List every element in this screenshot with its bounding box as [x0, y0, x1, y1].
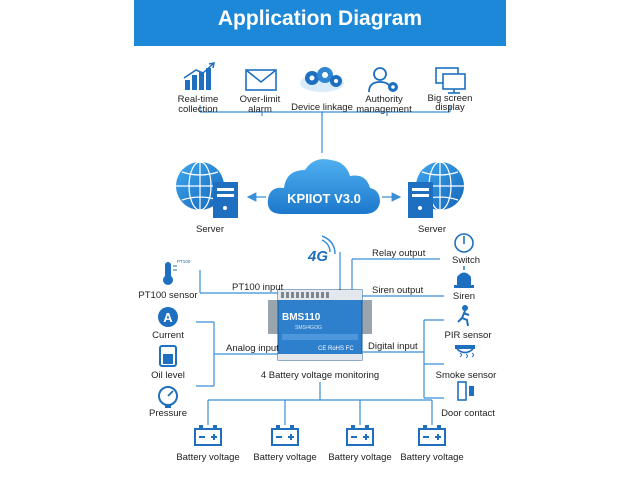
- device-label-switch: Switch: [452, 255, 480, 266]
- bar-chart-icon: [183, 62, 215, 90]
- user-gear-icon: [368, 67, 398, 93]
- digital-input-label: Digital input: [368, 341, 418, 352]
- feature-label-authority-1: Authority: [365, 94, 403, 105]
- battery-icon: [346, 425, 374, 446]
- analog-input-label: Analog input: [226, 343, 279, 354]
- title-banner: Application Diagram: [134, 0, 506, 46]
- power-switch-icon: [454, 233, 474, 253]
- feature-label-display-2: display: [435, 102, 465, 113]
- network-label: 4G: [307, 248, 328, 265]
- ammeter-icon: A: [158, 307, 178, 327]
- sensor-label-pt100: PT100 sensor: [138, 290, 197, 301]
- network-4g-icon: [321, 235, 336, 255]
- battery-label: Battery voltage: [176, 452, 239, 463]
- device-label-door: Door contact: [441, 408, 495, 419]
- gears-cloud-icon: [300, 67, 344, 92]
- sensor-label-oil: Oil level: [151, 370, 185, 381]
- server-left-icon: [176, 161, 238, 218]
- thermometer-icon: [163, 262, 177, 285]
- oil-tank-icon: [159, 345, 177, 367]
- sensor-label-current: Current: [152, 330, 184, 341]
- battery-icon: [418, 425, 446, 446]
- top-features: Real-time collection Over-limit alarm De…: [178, 62, 473, 153]
- device-model: BMS110: [282, 312, 321, 323]
- feature-label-display-1: Big screen: [428, 93, 473, 104]
- battery-label: Battery voltage: [400, 452, 463, 463]
- feature-label-alarm-1: Over-limit: [240, 94, 281, 105]
- pt100-input-label: PT100 input: [232, 282, 284, 293]
- svg-text:A: A: [163, 310, 173, 325]
- device-label-siren: Siren: [453, 291, 475, 302]
- feature-label-alarm-2: alarm: [248, 104, 272, 115]
- device-label-pir: PIR sensor: [445, 330, 492, 341]
- feature-label-authority-2: management: [356, 104, 412, 115]
- siren-icon: [454, 266, 474, 288]
- battery-label: Battery voltage: [253, 452, 316, 463]
- batteries: Battery voltage Battery voltage Battery vo…: [176, 425, 464, 463]
- feature-label-linkage: Device linkage: [291, 102, 353, 113]
- cloud-platform: KPIIOT V3.0: [267, 159, 380, 214]
- device-marking: CE RoHS FC: [318, 346, 354, 352]
- relay-output-label: Relay output: [372, 248, 426, 259]
- door-contact-icon: [457, 381, 474, 401]
- pressure-gauge-icon: [158, 386, 178, 408]
- device-subtitle: SMS/4G/3G: [295, 325, 322, 331]
- battery-monitoring-label: 4 Battery voltage monitoring: [261, 370, 379, 381]
- sensor-label-pressure: Pressure: [149, 408, 187, 419]
- server-right-icon: [408, 161, 464, 218]
- feature-label-realtime-1: Real-time: [178, 94, 219, 105]
- battery-icon: [194, 425, 222, 446]
- envelope-icon: [245, 69, 277, 91]
- diagram-title: Application Diagram: [217, 7, 423, 30]
- smoke-sensor-icon: [455, 345, 475, 359]
- device-label-smoke: Smoke sensor: [436, 370, 497, 381]
- cloud-label: KPIIOT V3.0: [287, 191, 361, 206]
- siren-output-label: Siren output: [372, 285, 424, 296]
- monitors-icon: [435, 67, 466, 94]
- battery-icon: [271, 425, 299, 446]
- pir-sensor-icon: [457, 305, 470, 327]
- battery-label: Battery voltage: [328, 452, 391, 463]
- server-left-label: Server: [196, 224, 224, 235]
- pt100-badge: PT100: [177, 259, 191, 264]
- cloud-icon: [267, 159, 380, 214]
- server-right-label: Server: [418, 224, 446, 235]
- device-bms110: BMS110 SMS/4G/3G CE RoHS FC: [268, 289, 372, 361]
- feature-label-realtime-2: collection: [178, 104, 218, 115]
